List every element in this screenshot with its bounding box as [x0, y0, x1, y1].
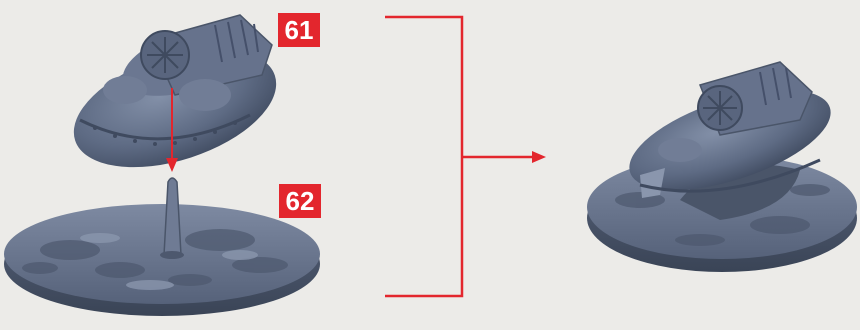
assembled-model: [587, 62, 857, 272]
result-arrow-icon: [532, 151, 546, 163]
part-62-base: [4, 178, 320, 316]
part-badge-62: 62: [279, 184, 321, 218]
bracket: [385, 17, 533, 296]
fan-icon: [147, 37, 183, 73]
part-badge-61: 61: [278, 13, 320, 47]
